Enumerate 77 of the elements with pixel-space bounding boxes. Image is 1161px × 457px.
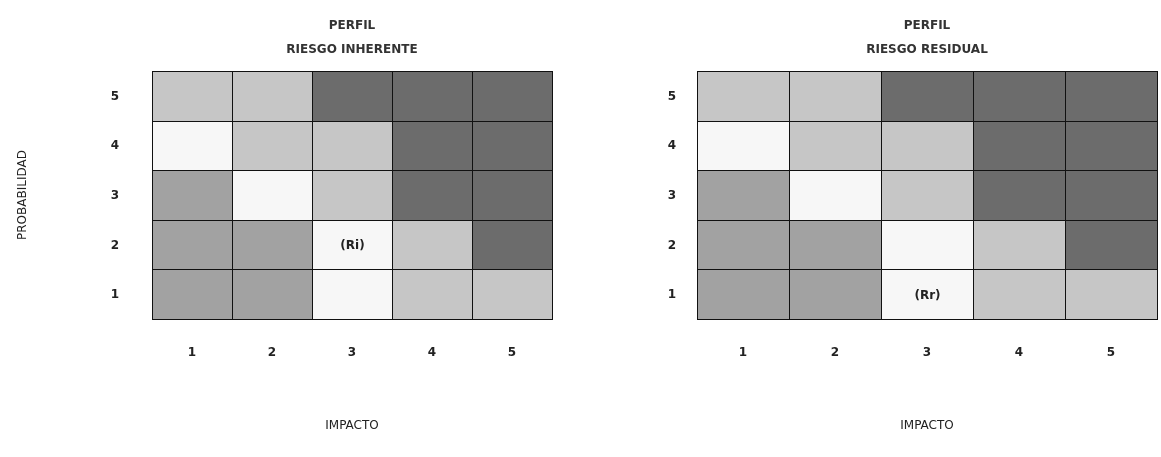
tick-label: 3 <box>922 345 932 359</box>
matrix-cell <box>973 170 1066 221</box>
matrix-cell <box>392 170 473 221</box>
matrix-cell <box>881 71 974 122</box>
matrix-cell <box>472 269 553 320</box>
matrix-cell <box>472 170 553 221</box>
matrix-cell <box>312 120 393 172</box>
matrix-cell <box>152 120 233 172</box>
matrix-cell <box>789 71 882 122</box>
tick-label: 2 <box>667 237 677 252</box>
tick-label: 2 <box>110 237 120 252</box>
matrix-cell <box>232 219 313 271</box>
matrix-cell <box>232 120 313 172</box>
matrix-cell <box>472 120 553 172</box>
matrix-cell <box>973 71 1066 122</box>
matrix-cell <box>697 71 790 122</box>
axis-title: IMPACTO <box>900 418 954 432</box>
matrix-cell <box>472 219 553 271</box>
matrix-cell <box>789 269 882 320</box>
matrix-cell <box>1065 120 1158 172</box>
tick-label: 2 <box>830 345 840 359</box>
tick-label: 4 <box>427 345 437 359</box>
matrix-title: PERFIL <box>327 18 377 32</box>
tick-label: 4 <box>110 138 120 153</box>
matrix-cell <box>697 219 790 271</box>
matrix-cell <box>1065 71 1158 122</box>
tick-label: 4 <box>667 138 677 153</box>
matrix-cell <box>973 269 1066 320</box>
matrix-cell <box>697 120 790 172</box>
tick-label: 5 <box>110 88 120 103</box>
tick-label: 1 <box>110 287 120 302</box>
matrix-cell <box>392 120 473 172</box>
matrix-cell <box>789 170 882 221</box>
matrix-cell <box>152 170 233 221</box>
matrix-title: PERFIL <box>902 18 952 32</box>
tick-label: 3 <box>347 345 357 359</box>
matrix-cell <box>697 170 790 221</box>
risk-marker-cell: (Rr) <box>881 269 974 320</box>
matrix-cell <box>881 120 974 172</box>
matrix-cell <box>1065 269 1158 320</box>
tick-label: 5 <box>667 88 677 103</box>
matrix-cell <box>881 170 974 221</box>
matrix-cell <box>312 269 393 320</box>
matrix-cell <box>232 170 313 221</box>
matrix-cell <box>973 120 1066 172</box>
matrix-title: RIESGO RESIDUAL <box>865 42 989 56</box>
tick-label: 4 <box>1014 345 1024 359</box>
tick-label: 1 <box>667 287 677 302</box>
matrix-cell <box>232 269 313 320</box>
matrix-cell <box>152 71 233 122</box>
tick-label: 2 <box>267 345 277 359</box>
matrix-cell <box>472 71 553 122</box>
tick-label: 3 <box>667 188 677 202</box>
matrix-cell <box>392 219 473 271</box>
matrix-cell <box>881 219 974 271</box>
matrix-cell <box>789 120 882 172</box>
matrix-cell <box>152 219 233 271</box>
axis-title: IMPACTO <box>325 418 379 432</box>
risk-marker-cell: (Ri) <box>312 219 393 271</box>
axis-title: PROBABILIDAD <box>15 150 29 240</box>
matrix-title: RIESGO INHERENTE <box>285 42 419 56</box>
tick-label: 3 <box>110 188 120 202</box>
matrix-cell <box>697 269 790 320</box>
matrix-cell <box>973 219 1066 271</box>
tick-label: 1 <box>187 345 197 359</box>
tick-label: 1 <box>738 345 748 359</box>
tick-label: 5 <box>1106 345 1116 359</box>
matrix-cell <box>312 170 393 221</box>
matrix-cell <box>392 71 473 122</box>
matrix-cell <box>1065 170 1158 221</box>
matrix-cell <box>392 269 473 320</box>
matrix-cell <box>152 269 233 320</box>
matrix-cell <box>312 71 393 122</box>
matrix-cell <box>789 219 882 271</box>
tick-label: 5 <box>507 345 517 359</box>
matrix-cell <box>1065 219 1158 271</box>
matrix-cell <box>232 71 313 122</box>
